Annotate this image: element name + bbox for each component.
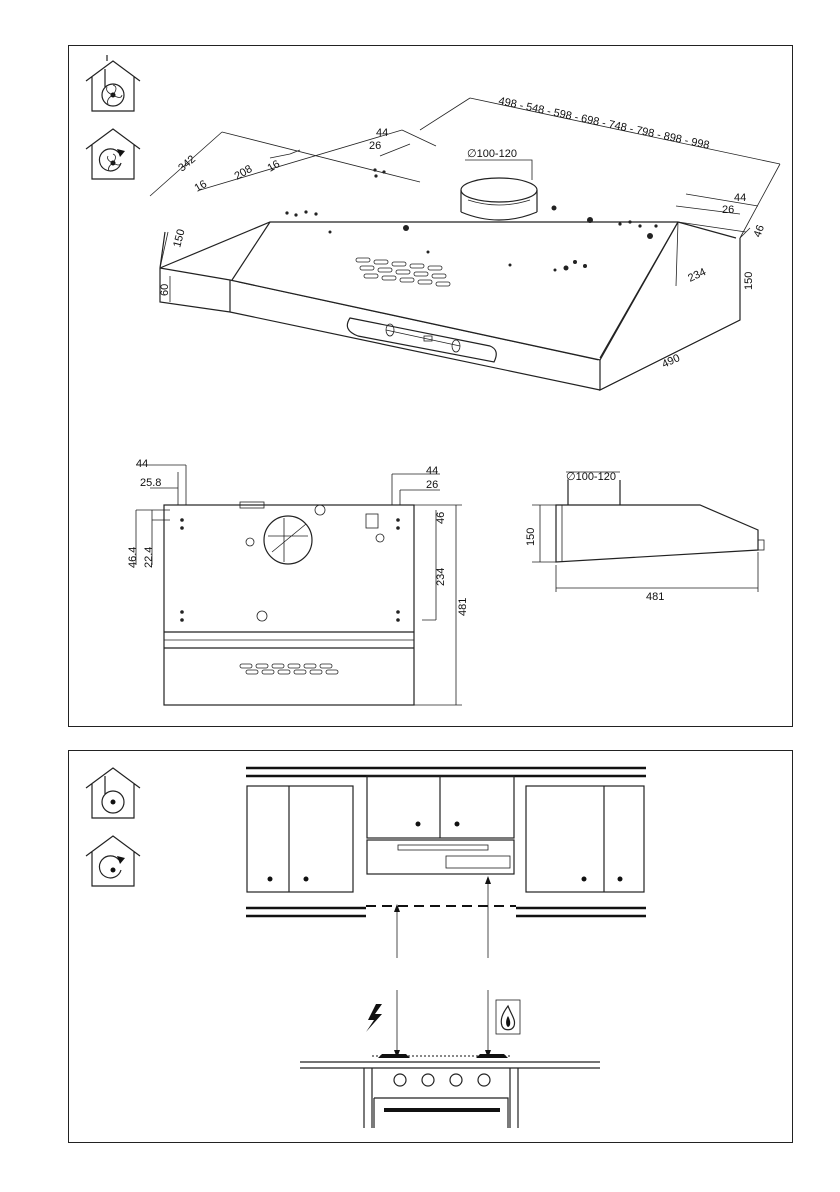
lightning-bolt-icon [366, 1004, 382, 1032]
gas-flame-icon [496, 1000, 520, 1034]
